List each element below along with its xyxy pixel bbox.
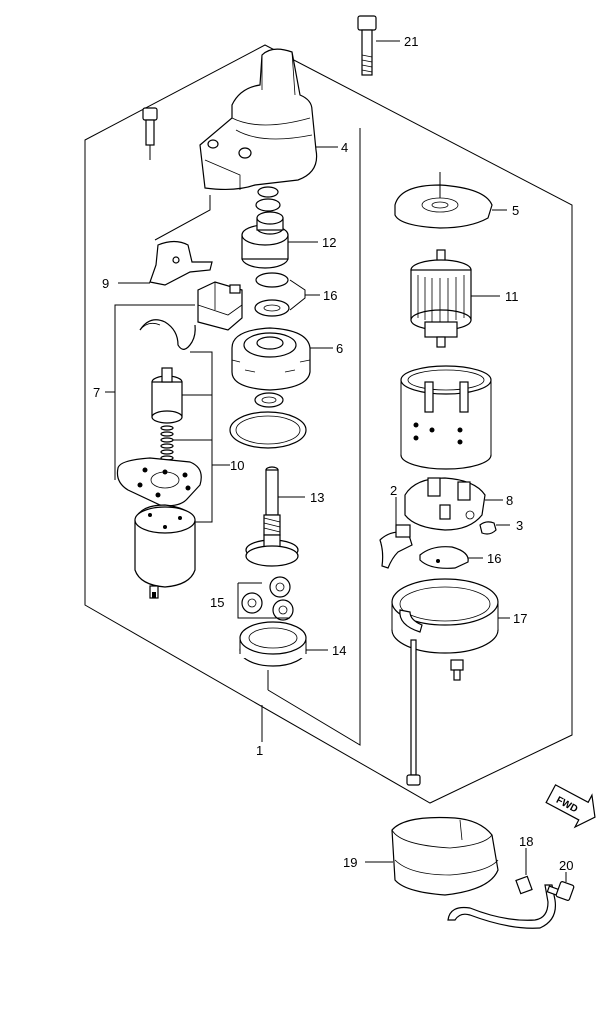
gasket-ring: [254, 392, 284, 408]
ring-b: [255, 198, 281, 212]
part-21-bolt: [357, 15, 377, 76]
part-16-rings: [254, 272, 290, 317]
end-nut: [450, 659, 464, 681]
part-2-terminal: [379, 524, 413, 569]
housing-bolt: [142, 107, 158, 160]
part-19-cover: [391, 816, 499, 896]
callout-3: 3: [516, 518, 523, 533]
o-ring-large: [229, 411, 307, 449]
callout-7: 7: [93, 385, 100, 400]
part-20-screw: [546, 881, 575, 901]
spring: [160, 425, 174, 461]
yoke-housing: [400, 365, 492, 470]
callout-20: 20: [559, 858, 573, 873]
plunger: [151, 367, 183, 424]
callout-16-right: 16: [487, 551, 501, 566]
fwd-arrow: FWD: [545, 784, 596, 829]
assembly-outline: [84, 44, 573, 804]
callout-19: 19: [343, 855, 357, 870]
callout-8: 8: [506, 493, 513, 508]
o-ring-large-inner: [235, 415, 301, 445]
inner-bracket: [267, 128, 361, 746]
callout-5: 5: [512, 203, 519, 218]
callout-12: 12: [322, 235, 336, 250]
part-16-plate: [419, 546, 469, 569]
part-9-shift-lever: [149, 240, 213, 286]
through-bolt: [406, 639, 421, 786]
callout-2: 2: [390, 483, 397, 498]
gasket-ring-inner: [261, 396, 277, 404]
spring-wire: [139, 319, 196, 350]
part-5-plate: [394, 172, 493, 229]
ring-a: [257, 186, 279, 198]
part-12-pinion: [241, 211, 289, 269]
callout-18: 18: [519, 834, 533, 849]
part-8-brush-holder: [404, 477, 486, 531]
part-3-clip: [479, 521, 497, 535]
callout-15: 15: [210, 595, 224, 610]
part-7-switch-cover: [197, 281, 243, 331]
callout-9: 9: [102, 276, 109, 291]
part-13-shaft: [245, 466, 299, 567]
part-15-planetary-gears: [241, 576, 294, 621]
gasket-plate: [116, 457, 202, 507]
part-6-drive-cover: [231, 327, 311, 391]
callout-17: 17: [513, 611, 527, 626]
callout-14: 14: [332, 643, 346, 658]
callout-16-left: 16: [323, 288, 337, 303]
callout-21: 21: [404, 34, 418, 49]
part-11-armature: [410, 249, 472, 348]
solenoid-body: [134, 504, 196, 599]
part-14-internal-gear: [239, 621, 307, 667]
part-4-front-housing: [199, 48, 318, 191]
callout-11: 11: [505, 289, 519, 304]
callout-13: 13: [310, 490, 324, 505]
callout-4: 4: [341, 140, 348, 155]
part-18-strap: [447, 875, 557, 929]
callout-1: 1: [256, 743, 263, 758]
callout-6: 6: [336, 341, 343, 356]
part-17-end-cover: [391, 578, 499, 654]
callout-10: 10: [230, 458, 244, 473]
